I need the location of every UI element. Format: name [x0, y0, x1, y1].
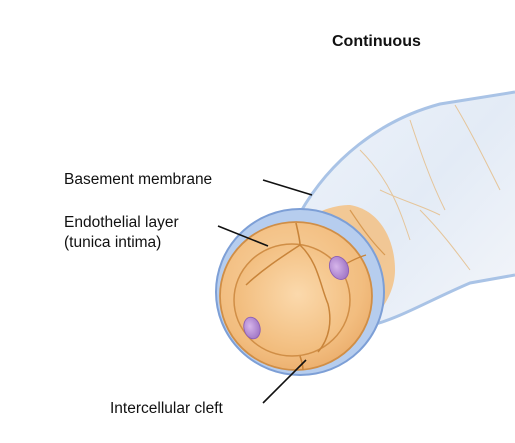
leader-endothelial	[217, 225, 269, 247]
leader-lines	[217, 179, 313, 404]
diagram-title: Continuous	[332, 33, 421, 50]
label-tunica-intima: (tunica intima)	[64, 234, 162, 251]
label-intercellular-cleft: Intercellular cleft	[110, 400, 223, 417]
leader-basement	[262, 179, 313, 196]
cleft-line-inner	[299, 244, 331, 353]
cleft-line-top	[295, 222, 301, 246]
label-endothelial-layer: Endothelial layer	[64, 214, 179, 231]
cross-section	[215, 208, 385, 376]
label-basement-membrane: Basement membrane	[64, 171, 213, 188]
leader-cleft	[262, 359, 307, 404]
nucleus-left	[243, 316, 261, 340]
cleft-line-inner-left	[245, 244, 301, 286]
lumen	[233, 243, 351, 357]
nucleus-right	[328, 256, 350, 280]
